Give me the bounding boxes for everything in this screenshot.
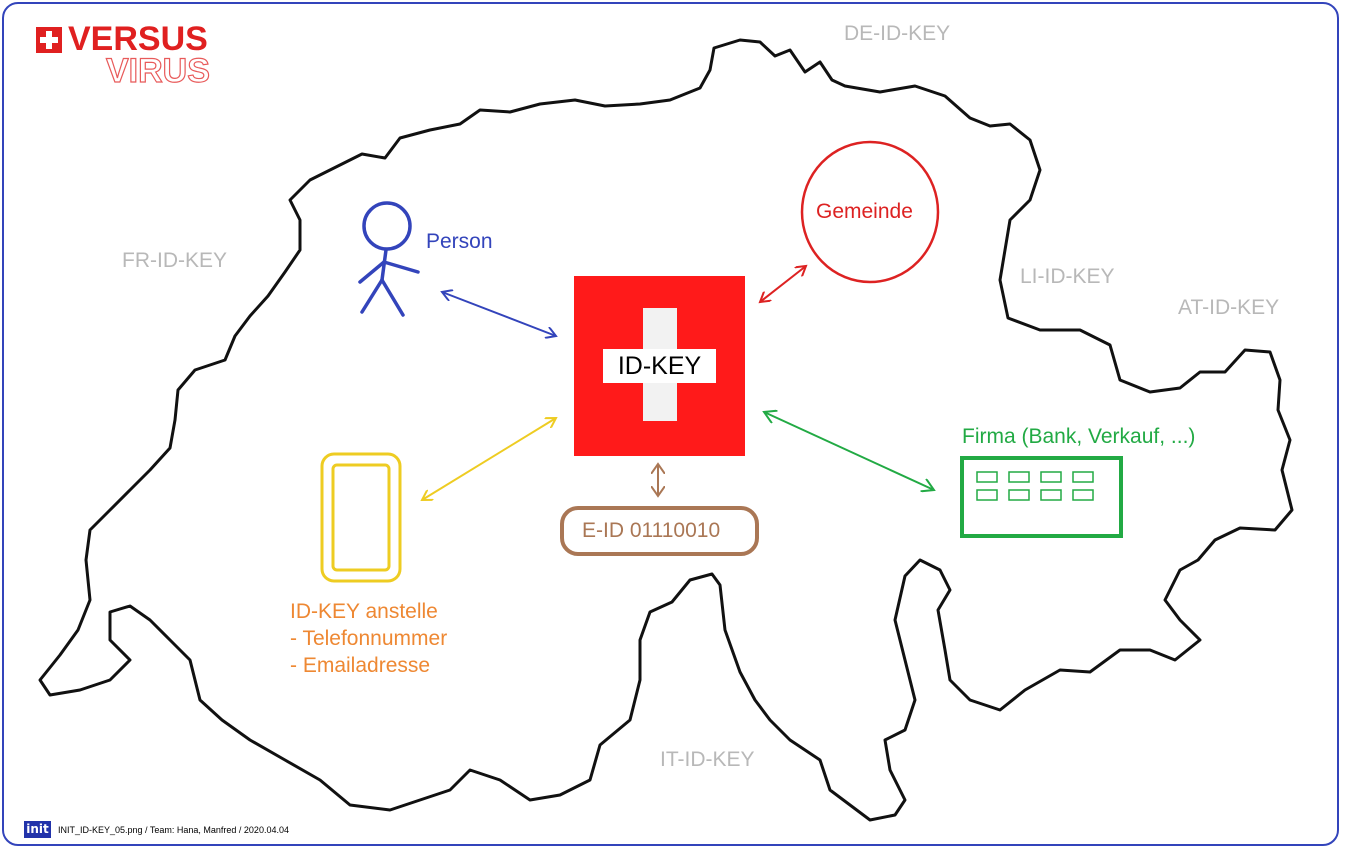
- neighbor-at-label: AT-ID-KEY: [1178, 296, 1280, 319]
- init-logo-icon: init: [24, 821, 51, 838]
- phone-text-line-2: - Telefonnummer: [290, 627, 448, 650]
- neighbor-li-label: LI-ID-KEY: [1020, 265, 1115, 288]
- gemeinde-arrow: [760, 266, 806, 302]
- neighbor-it-label: IT-ID-KEY: [660, 748, 755, 771]
- firma-label: Firma (Bank, Verkauf, ...): [962, 425, 1196, 448]
- id-key-label: ID-KEY: [603, 349, 716, 383]
- gemeinde-shape: [800, 140, 940, 284]
- firma-arrow: [764, 412, 934, 490]
- phone-text-line-3: - Emailadresse: [290, 654, 431, 677]
- neighbor-fr-label: FR-ID-KEY: [122, 249, 227, 272]
- eid-box: [560, 506, 759, 556]
- person-icon: [358, 201, 420, 317]
- phone-arrow: [422, 418, 556, 500]
- neighbor-de-label: DE-ID-KEY: [844, 22, 951, 45]
- swiss-cross-icon: [36, 27, 62, 53]
- phone-icon: [320, 452, 402, 583]
- logo-virus: VIRUS: [105, 51, 210, 90]
- logo-versus: VERSUS: [68, 20, 208, 58]
- eid-label: E-ID 01110010: [582, 519, 721, 542]
- phone-text-line-1: ID-KEY anstelle: [290, 600, 438, 623]
- person-arrow: [442, 292, 556, 336]
- footer-caption: INIT_ID-KEY_05.png / Team: Hana, Manfred…: [58, 825, 289, 835]
- person-label: Person: [426, 230, 493, 253]
- country-outline: [38, 38, 1294, 822]
- firma-building-icon: [960, 456, 1123, 538]
- gemeinde-label: Gemeinde: [816, 200, 913, 223]
